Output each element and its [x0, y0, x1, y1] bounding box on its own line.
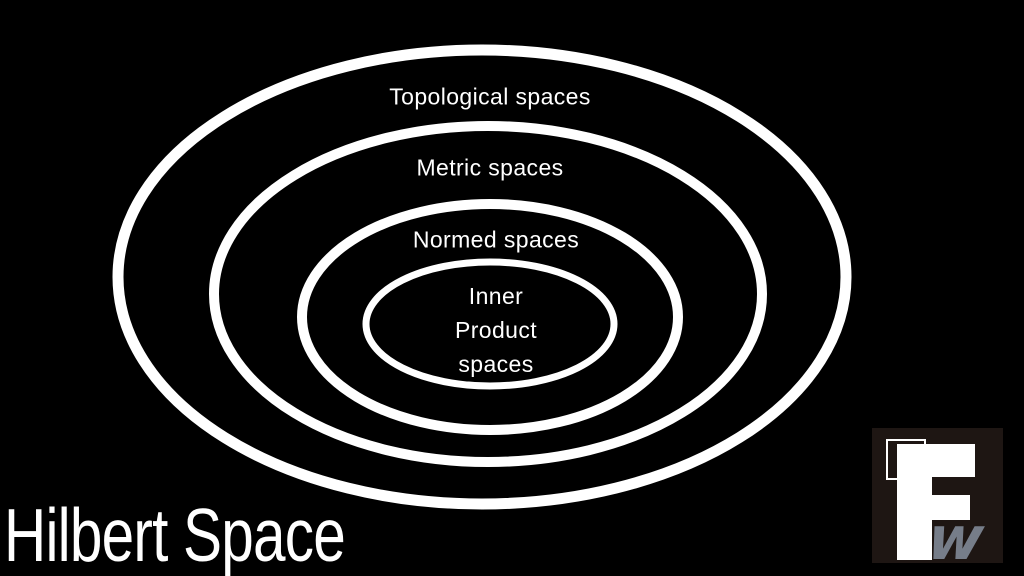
- label-topological-spaces: Topological spaces: [389, 83, 591, 110]
- ellipse-inner-product-spaces: [362, 258, 618, 390]
- logo-letter-f-stem: [897, 444, 932, 560]
- logo-watermark-w: w: [924, 504, 988, 574]
- logo-letter-f-top-arm: [930, 444, 975, 477]
- label-metric-spaces: Metric spaces: [416, 154, 564, 181]
- ellipse-metric-spaces: [209, 121, 767, 467]
- label-normed-spaces: Normed spaces: [412, 226, 580, 253]
- ellipse-topological-spaces: [112, 44, 852, 510]
- ellipse-normed-spaces: [297, 199, 683, 435]
- label-inner-product-spaces: Inner Product spaces: [455, 279, 537, 381]
- channel-logo: w: [872, 428, 1003, 574]
- label-inner-line-1: Inner: [468, 283, 524, 309]
- slide-title: Hilbert Space: [4, 493, 346, 576]
- label-inner-line-3: spaces: [458, 351, 534, 377]
- label-inner-line-2: Product: [454, 317, 538, 343]
- logo-letter-f-mid-arm: [930, 495, 970, 520]
